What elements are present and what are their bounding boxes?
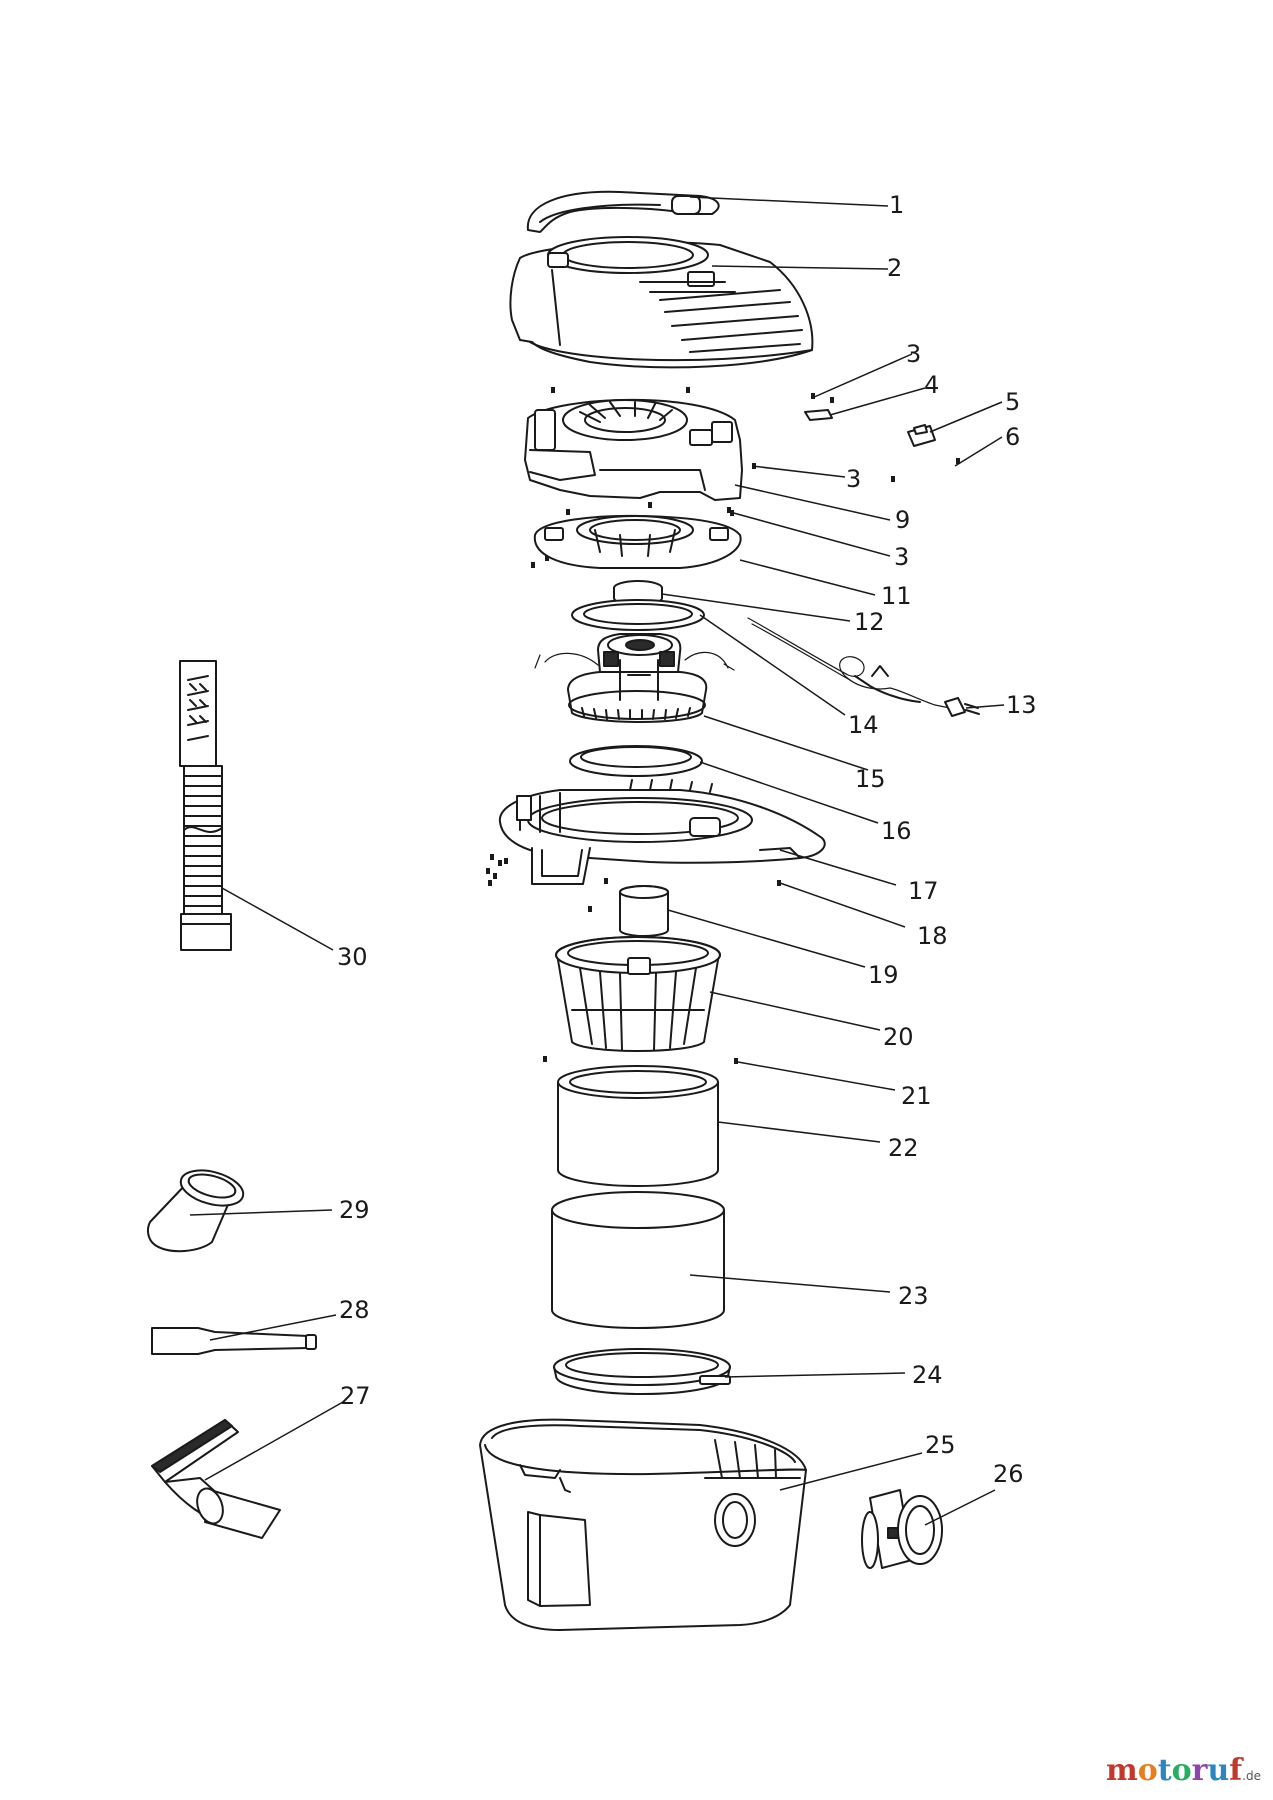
label-part-6: 6 <box>1005 423 1020 451</box>
label-part-22: 22 <box>888 1134 919 1162</box>
part-number-labels: 1 2 3 4 5 6 3 9 3 11 12 13 14 15 16 17 1… <box>337 191 1037 1488</box>
logo-letter: r <box>1191 1753 1208 1788</box>
label-part-16: 16 <box>881 817 912 845</box>
motor-support-plate-part <box>533 514 742 569</box>
switch-part <box>907 424 936 447</box>
label-part-27: 27 <box>340 1382 371 1410</box>
motoruf-watermark-logo: motoruf.de <box>1106 1753 1261 1788</box>
logo-letter: u <box>1207 1753 1230 1788</box>
label-part-5: 5 <box>1005 388 1020 416</box>
crevice-tool-part <box>151 1327 317 1355</box>
label-part-17: 17 <box>908 877 939 905</box>
switch-plate-part <box>804 409 833 421</box>
label-part-20: 20 <box>883 1023 914 1051</box>
label-part-3b: 3 <box>846 465 861 493</box>
logo-letter: o <box>1137 1753 1158 1788</box>
foam-filter-part <box>557 1065 719 1187</box>
label-part-11: 11 <box>881 582 912 610</box>
logo-letter: m <box>1106 1753 1138 1788</box>
label-part-25: 25 <box>925 1431 956 1459</box>
label-part-12: 12 <box>854 608 885 636</box>
screws-middle <box>486 854 781 1064</box>
label-part-23: 23 <box>898 1282 929 1310</box>
logo-suffix: .de <box>1242 1769 1261 1783</box>
label-part-1: 1 <box>889 191 904 219</box>
tank-part <box>479 1418 807 1631</box>
hose-part <box>179 660 232 951</box>
hose-connector-part <box>861 1489 943 1569</box>
label-part-3a: 3 <box>906 340 921 368</box>
motor-housing-top-part <box>524 398 743 501</box>
label-part-2: 2 <box>887 254 902 282</box>
motor-head-base-part <box>498 779 826 885</box>
logo-letter: o <box>1171 1753 1192 1788</box>
handle-part <box>526 190 720 233</box>
motor-cover-part <box>509 236 814 369</box>
float-part <box>619 885 669 937</box>
label-part-9: 9 <box>895 506 910 534</box>
filter-cage-part <box>555 936 721 1052</box>
power-cord-part <box>747 617 980 717</box>
label-part-3c: 3 <box>894 543 909 571</box>
label-part-13: 13 <box>1006 691 1037 719</box>
label-part-15: 15 <box>855 765 886 793</box>
label-part-24: 24 <box>912 1361 943 1389</box>
logo-letter: t <box>1157 1753 1172 1788</box>
label-part-4: 4 <box>924 371 939 399</box>
motor-part <box>534 633 735 723</box>
logo-letter: f <box>1229 1753 1243 1788</box>
floor-nozzle-part <box>151 1419 281 1539</box>
label-part-30: 30 <box>337 943 368 971</box>
filter-ring-part <box>553 1348 731 1395</box>
utility-nozzle-part <box>146 1169 245 1253</box>
label-part-28: 28 <box>339 1296 370 1324</box>
label-part-18: 18 <box>917 922 948 950</box>
label-part-19: 19 <box>868 961 899 989</box>
label-part-26: 26 <box>993 1460 1024 1488</box>
label-part-21: 21 <box>901 1082 932 1110</box>
label-part-14: 14 <box>848 711 879 739</box>
cartridge-filter-part <box>551 1191 725 1329</box>
leader-lines <box>189 196 1005 1526</box>
gasket-lower-part <box>569 745 703 777</box>
gasket-upper-part <box>571 599 705 631</box>
label-part-29: 29 <box>339 1196 370 1224</box>
